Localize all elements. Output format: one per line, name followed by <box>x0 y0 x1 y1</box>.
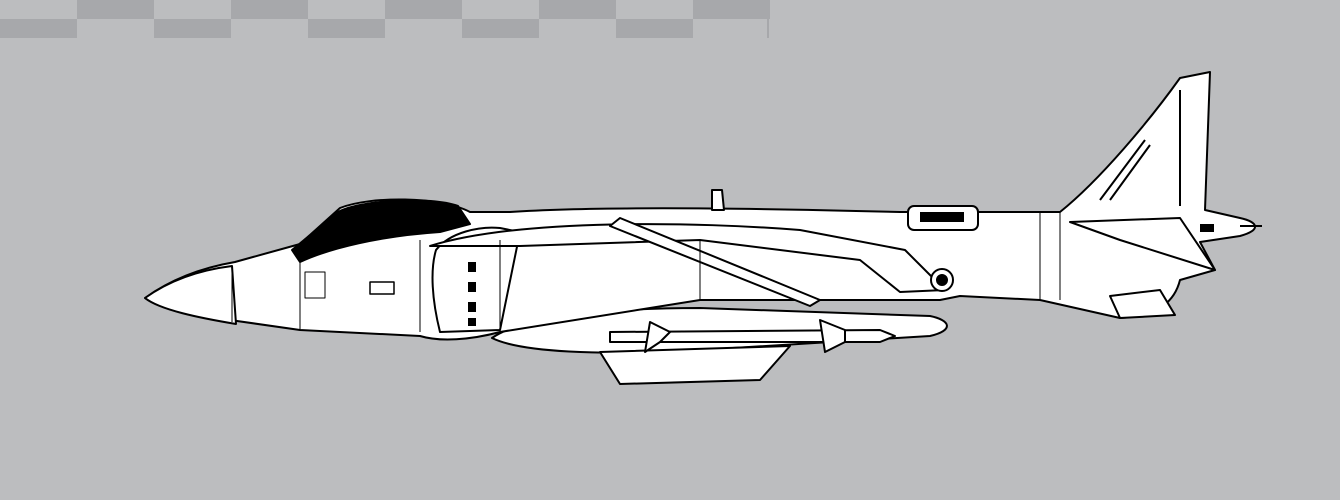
tailplane <box>1069 217 1216 271</box>
missile-front-fin <box>644 321 671 353</box>
checker-cell <box>539 19 616 38</box>
ventral-fin <box>1109 289 1176 319</box>
checkered-band <box>0 0 770 38</box>
checker-cell <box>308 19 385 38</box>
checker-cell <box>616 19 693 38</box>
checker-cell <box>539 0 616 19</box>
nozzle-center <box>936 274 948 286</box>
checker-cell <box>462 0 539 19</box>
checker-cell <box>154 0 231 19</box>
checker-cell <box>693 0 770 19</box>
checker-cell <box>385 19 462 38</box>
checker-cell <box>231 0 308 19</box>
checker-cell <box>385 0 462 19</box>
fin-lines <box>1099 90 1181 206</box>
checker-edge-line <box>767 0 769 38</box>
dorsal-antenna <box>711 189 725 211</box>
access-panel <box>304 271 326 299</box>
checker-cell <box>308 0 385 19</box>
checker-cell <box>231 19 308 38</box>
air-scoop-grille <box>920 212 964 222</box>
checker-cell <box>77 19 154 38</box>
wing-strut <box>609 217 821 307</box>
checker-cell <box>0 0 77 19</box>
side-window <box>369 281 395 295</box>
canopy <box>291 199 471 263</box>
checker-cell <box>616 0 693 19</box>
nose-cone <box>144 265 237 325</box>
checker-cell <box>77 0 154 19</box>
missile-rear-fin <box>819 319 846 353</box>
checker-cell <box>154 19 231 38</box>
checker-cell <box>693 19 770 38</box>
tank-lower-fairing <box>599 345 791 385</box>
panel-lines <box>231 212 1061 332</box>
checker-cell <box>0 19 77 38</box>
intake-vents <box>468 224 1214 326</box>
checker-cell <box>462 19 539 38</box>
